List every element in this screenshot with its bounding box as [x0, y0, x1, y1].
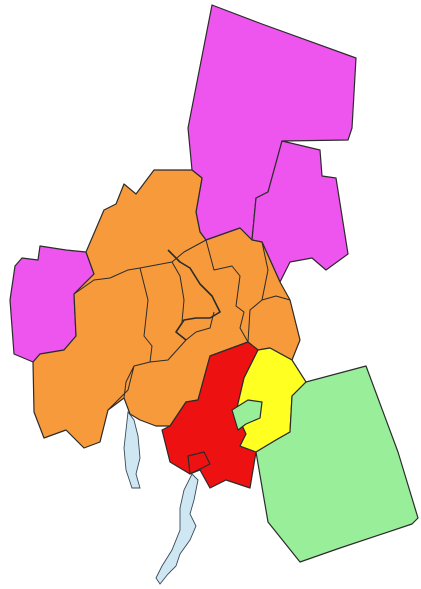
river: [167, 249, 221, 341]
region-red-inset: [187, 451, 211, 475]
lake-lower: [155, 473, 199, 585]
lake-upper: [123, 410, 141, 489]
region-green-inset[interactable]: [231, 399, 263, 431]
region-southeast-green[interactable]: [255, 365, 419, 563]
boundary-lines: [73, 239, 291, 411]
region-northeast-magenta[interactable]: [251, 140, 349, 283]
